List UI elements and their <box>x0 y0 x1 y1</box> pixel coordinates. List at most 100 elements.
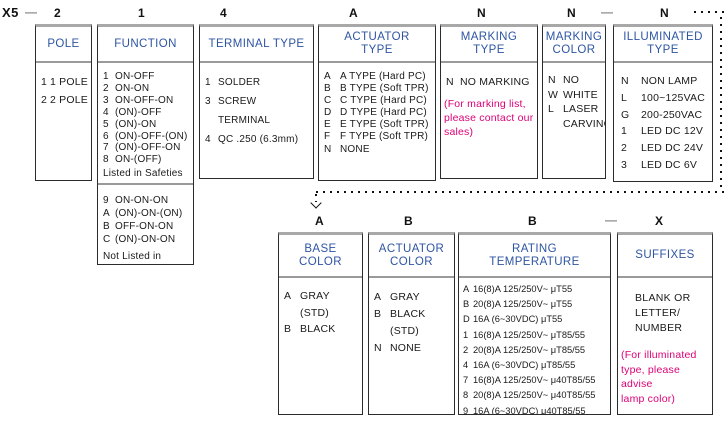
item-code: 1 <box>621 125 628 138</box>
item-label: 200-250VAC <box>641 108 703 121</box>
code-dash: — <box>601 5 613 19</box>
item-label: LED DC 12V <box>641 125 704 138</box>
item-code: 2 <box>621 142 628 155</box>
code-suffixes: X <box>655 214 664 228</box>
dotted-connector-bottom <box>316 191 724 193</box>
list-item: 2 20(8)A 125/250V~ μT85/55 <box>463 343 609 358</box>
list-item: 6 (ON)-OFF-(ON) <box>103 131 191 143</box>
list-item: B BLACK (STD) <box>374 306 452 340</box>
list-item: 1 ON-OFF <box>103 71 191 83</box>
item-code: B <box>103 221 110 233</box>
list-item: 1 LED DC 12V <box>621 123 711 140</box>
item-code: N <box>374 342 382 354</box>
item-label: BLACK <box>300 323 336 335</box>
marking-color-title: MARKING COLOR <box>543 27 605 63</box>
item-label: 2 POLE <box>50 94 88 106</box>
item-code: B <box>374 308 382 320</box>
code-actuator-type: A <box>349 6 359 20</box>
item-label: (ON)-OFF <box>115 106 162 118</box>
item-code: 8 <box>103 154 109 166</box>
item-code: 4 <box>103 106 109 118</box>
item-code: N <box>621 75 629 87</box>
list-item: 4 (ON)-OFF <box>103 107 191 119</box>
item-code: 5 <box>103 118 109 130</box>
item-label: C TYPE (Hard PC) <box>340 95 427 107</box>
item-label: 16A (6~30VDC) μT55 <box>473 314 563 325</box>
item-code: N <box>548 74 556 86</box>
item-code: C <box>324 95 332 107</box>
not-listed-note: Not Listed in Safeties <box>103 251 162 263</box>
item-code: A <box>324 71 331 82</box>
item-label: 20(8)A 125/250V~ μT55 <box>473 299 573 310</box>
marking-type-note: (For marking list, please contact our sa… <box>444 98 534 138</box>
item-code: 9 <box>103 195 109 207</box>
item-code: 3 <box>103 94 109 106</box>
item-code: B <box>324 83 331 95</box>
item-label: A TYPE (Hard PC) <box>340 71 426 82</box>
item-label: (ON)-ON <box>115 118 157 130</box>
item-label: E TYPE (Soft TPR) <box>340 119 429 131</box>
item-label: (ON)-OFF-(ON) <box>115 130 188 142</box>
item-label: BLACK (STD) <box>390 308 426 337</box>
item-code: N <box>446 76 454 88</box>
item-label: QC .250 (6.3mm) <box>218 134 299 145</box>
item-label: 16(8)A 125/250V~ μ40T85/55 <box>473 375 596 386</box>
item-label: 100~125VAC <box>641 91 705 104</box>
item-code: 2 <box>41 94 48 106</box>
item-label: LED DC 6V <box>641 158 698 171</box>
pole-title: POLE <box>36 27 91 63</box>
list-item: A A TYPE (Hard PC) <box>324 71 433 83</box>
item-code: 9 <box>463 405 469 415</box>
item-code: A <box>103 208 110 220</box>
item-label: ON-OFF <box>115 71 155 82</box>
function-group-divider <box>98 183 193 186</box>
item-label: SOLDER <box>218 77 261 88</box>
item-label: NONE <box>340 143 370 155</box>
item-label: (ON)-ON-(ON) <box>115 208 183 220</box>
item-code: B <box>463 299 470 310</box>
item-label: 20(8)A 125/250V~ μT85/55 <box>473 344 586 355</box>
item-label: ON-ON-ON <box>115 195 169 207</box>
item-code: 6 <box>103 130 109 142</box>
item-label: 16(8)A 125/250V~ μT55 <box>473 284 573 294</box>
item-code: 7 <box>103 142 109 154</box>
item-code: 1 <box>103 71 109 82</box>
code-actuator-color: B <box>404 214 414 228</box>
code-dash: — <box>25 5 37 19</box>
code-pole: 2 <box>54 6 62 20</box>
item-code: 2 <box>463 344 469 355</box>
item-label: GRAY (STD) <box>300 290 330 319</box>
item-label: (ON)-ON-ON <box>115 234 176 246</box>
item-code: 1 <box>205 77 211 88</box>
suffixes-body: BLANK OR LETTER/ NUMBER <box>635 292 691 334</box>
item-label: LASER CARVING <box>563 103 605 130</box>
series-prefix: X5 <box>2 5 19 20</box>
list-item: C(ON)-ON-ON <box>103 233 191 246</box>
item-label: 20(8)A 125/250V~ μ40T85/55 <box>473 390 596 401</box>
item-label: OFF-ON-ON <box>115 221 174 233</box>
terminal-type-title: TERMINAL TYPE <box>200 27 313 63</box>
item-label: 16(8)A 125/250V~ μT85/55 <box>473 329 586 340</box>
